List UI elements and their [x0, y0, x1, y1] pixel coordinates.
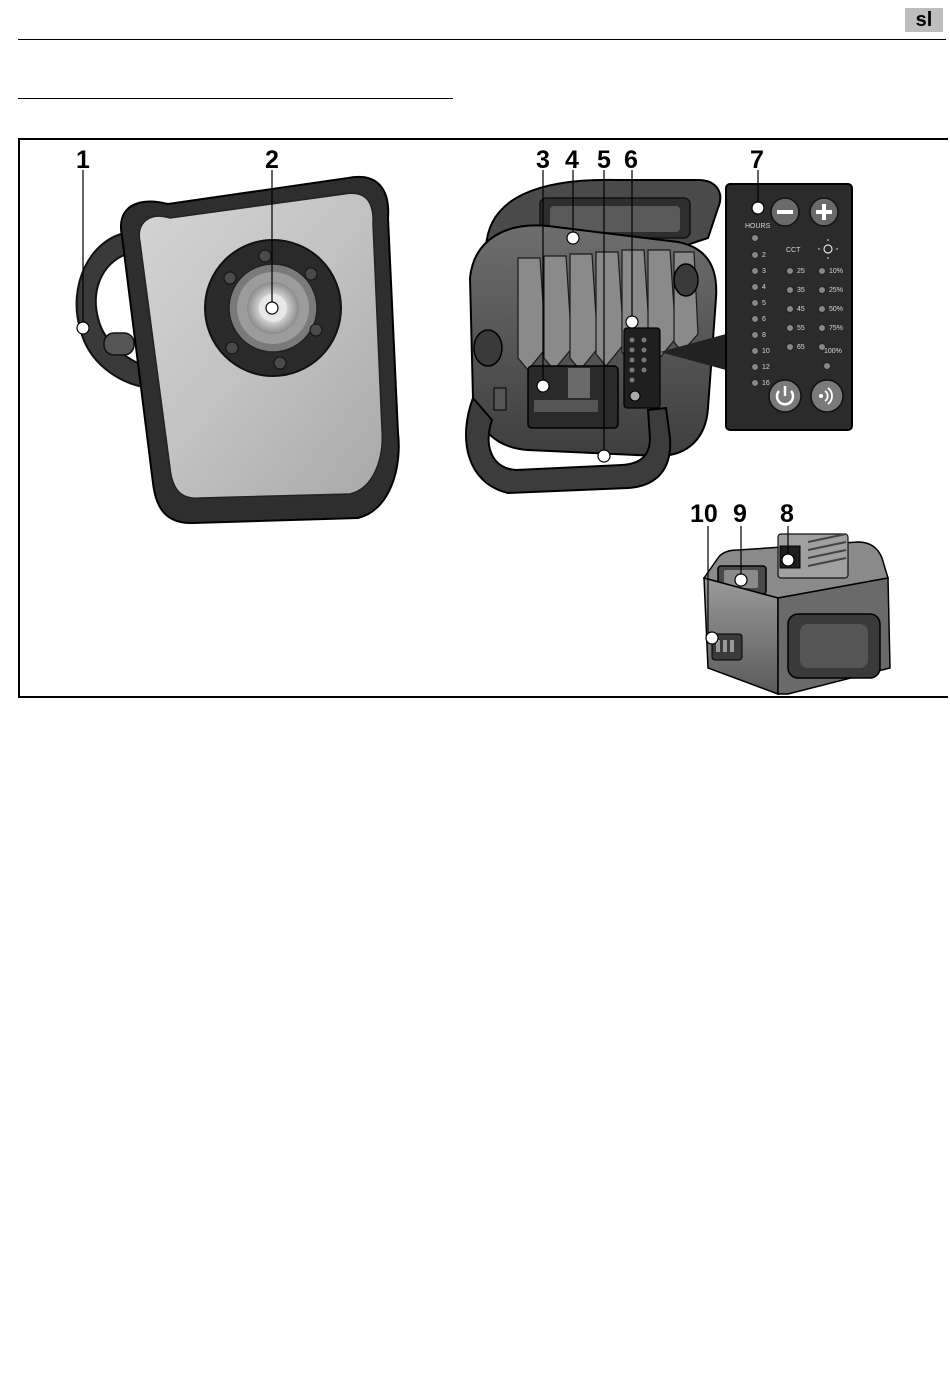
callout-9: 9 — [733, 500, 747, 528]
brightness-value: 75% — [829, 325, 843, 332]
callout-7: 7 — [750, 146, 764, 174]
header-rule — [18, 39, 946, 40]
cct-value: 65 — [797, 344, 805, 351]
callout-4: 4 — [565, 146, 579, 174]
lamp-rear-view — [466, 170, 720, 493]
brightness-value: 25% — [829, 287, 843, 294]
brightness-value: 10% — [829, 268, 843, 275]
language-badge: sl — [905, 8, 943, 32]
timer-value: 4 — [762, 284, 766, 291]
product-illustration: HOURS CCT 2 3 4 5 6 8 10 — [18, 138, 948, 698]
product-figure: HOURS CCT 2 3 4 5 6 8 10 — [18, 138, 948, 698]
battery-pack — [704, 526, 890, 694]
timer-value: 16 — [762, 380, 770, 387]
section-rule — [18, 98, 453, 99]
cct-value: 35 — [797, 287, 805, 294]
timer-value: 5 — [762, 300, 766, 307]
wireless-icon — [819, 394, 823, 398]
callout-5: 5 — [597, 146, 611, 174]
timer-value: 3 — [762, 268, 766, 275]
cct-value: 25 — [797, 268, 805, 275]
control-panel-enlarged: HOURS CCT 2 3 4 5 6 8 10 — [726, 170, 852, 430]
callout-3: 3 — [536, 146, 550, 174]
lamp-front-view — [77, 170, 399, 523]
timer-value: 6 — [762, 316, 766, 323]
callout-6: 6 — [624, 146, 638, 174]
timer-value: 10 — [762, 348, 770, 355]
brightness-value: 50% — [829, 306, 843, 313]
timer-label: HOURS — [745, 223, 771, 230]
callout-8: 8 — [780, 500, 794, 528]
cct-label: CCT — [786, 247, 801, 254]
timer-value: 12 — [762, 364, 770, 371]
cct-value: 55 — [797, 325, 805, 332]
callout-10: 10 — [690, 500, 718, 528]
timer-value: 8 — [762, 332, 766, 339]
callout-2: 2 — [265, 146, 279, 174]
cct-value: 45 — [797, 306, 805, 313]
timer-value: 2 — [762, 252, 766, 259]
callout-1: 1 — [76, 146, 90, 174]
brightness-value: 100% — [824, 348, 842, 355]
